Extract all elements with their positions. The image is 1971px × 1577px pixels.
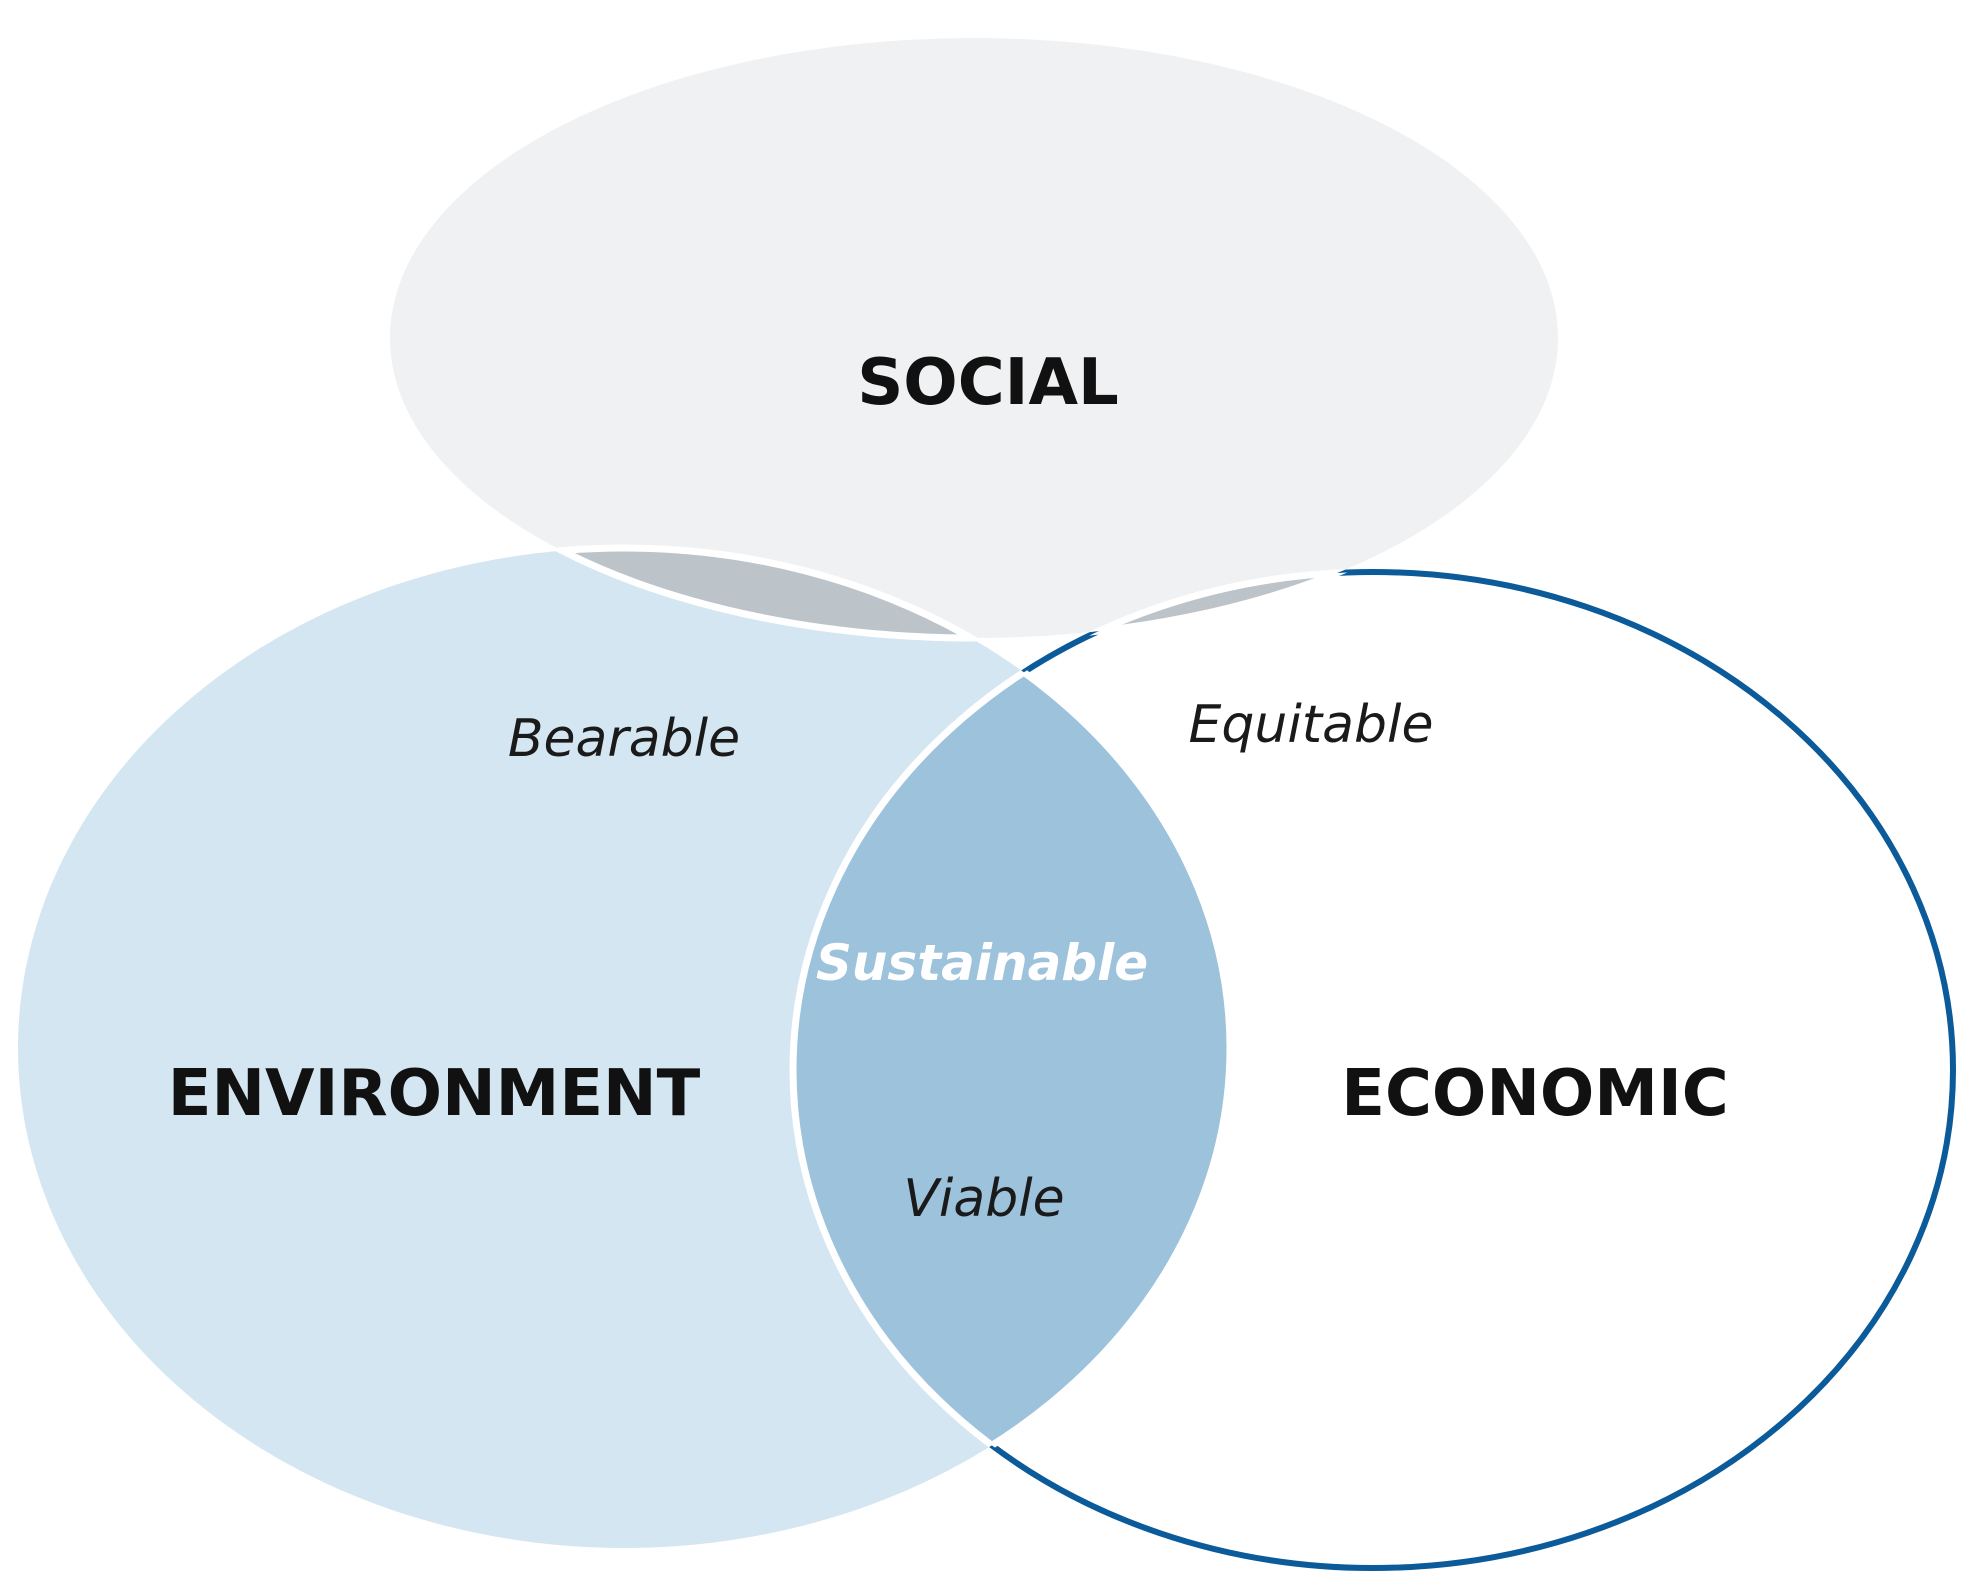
equitable-label: Equitable: [1189, 695, 1434, 755]
economic-label: ECONOMIC: [1341, 1057, 1729, 1131]
environment-label: ENVIRONMENT: [168, 1057, 701, 1131]
viable-region: [793, 572, 1230, 1548]
social-circle: [390, 38, 1558, 638]
social-label: SOCIAL: [857, 346, 1119, 420]
bearable-label: Bearable: [508, 709, 740, 769]
viable-label: Viable: [903, 1169, 1064, 1229]
sustainable-label: Sustainable: [816, 934, 1148, 992]
